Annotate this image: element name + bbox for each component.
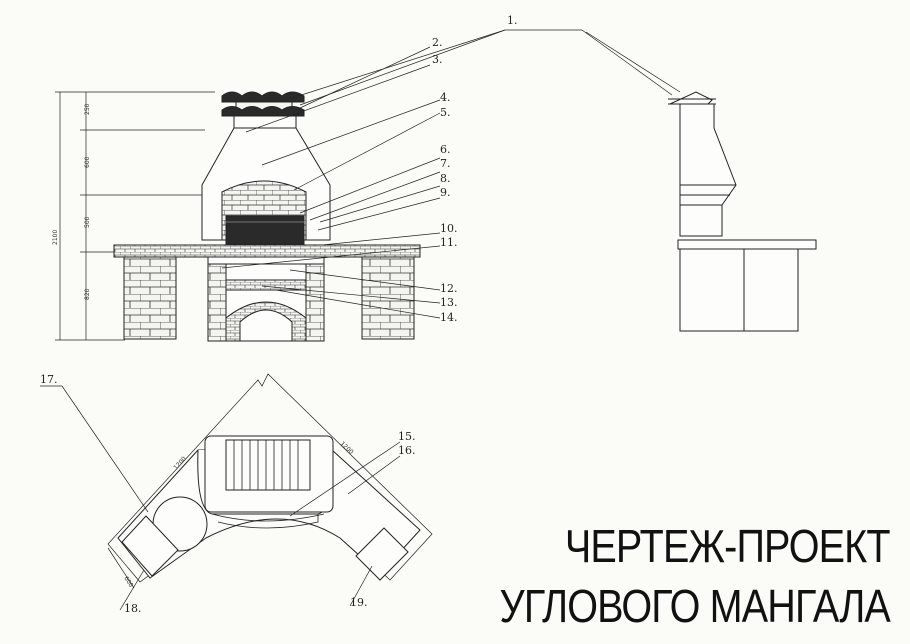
chimney-cap <box>221 91 305 117</box>
callout-10: 10. <box>440 222 458 235</box>
callout-19: 19. <box>350 596 368 609</box>
callout-17: 17. <box>40 373 58 386</box>
title-line-1: ЧЕРТЕЖ-ПРОЕКТ <box>565 520 891 572</box>
dim-hood: 600 <box>84 156 91 168</box>
callout-9: 9. <box>440 186 451 199</box>
callout-16: 16. <box>398 444 416 457</box>
title-line-2: УГЛОВОГО МАНГАЛА <box>499 580 891 632</box>
plan-right-cabinet <box>355 527 409 581</box>
callout-14: 14. <box>440 311 458 324</box>
callout-8: 8. <box>440 172 451 185</box>
callout-15: 15. <box>398 430 416 443</box>
plan-left-cabinet <box>121 515 179 577</box>
leader-lines-front <box>221 29 582 319</box>
dim-top-cap: 250 <box>84 103 91 115</box>
callout-13: 13. <box>440 296 458 309</box>
grill-grate <box>225 215 305 249</box>
countertop-front <box>113 244 421 258</box>
callout-5: 5. <box>440 106 451 119</box>
dim-plan-right: 1200 <box>339 440 355 456</box>
height-dimension-chain <box>55 91 215 341</box>
callout-3: 3. <box>432 53 443 66</box>
callout-11: 11. <box>440 236 458 249</box>
callout-6: 6. <box>440 143 451 156</box>
left-pier <box>123 256 177 340</box>
side-view <box>581 29 817 332</box>
callout-2: 2. <box>432 36 443 49</box>
callout-12: 12. <box>440 282 458 295</box>
dim-firebox: 500 <box>84 216 91 228</box>
callout-18: 18. <box>124 602 142 615</box>
callout-4: 4. <box>440 91 451 104</box>
front-view: 2100 250 600 500 820 <box>52 29 582 342</box>
center-base <box>207 256 325 342</box>
callout-7: 7. <box>440 157 451 170</box>
dim-base: 820 <box>84 288 91 300</box>
dim-total-height: 2100 <box>52 230 59 245</box>
plan-view <box>40 373 433 611</box>
callout-1: 1. <box>507 14 518 27</box>
dim-plan-depth: 600 <box>122 575 134 589</box>
